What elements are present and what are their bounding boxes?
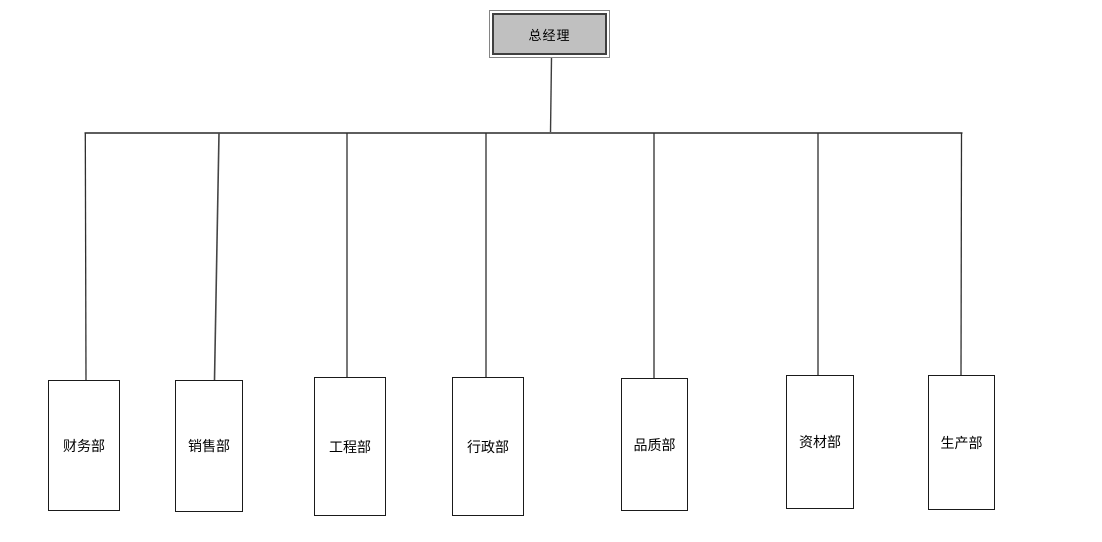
- connector-root-drop: [549, 57, 553, 134]
- node-materials[interactable]: 资材部: [786, 375, 854, 509]
- node-production[interactable]: 生产部: [928, 375, 995, 510]
- node-engineering[interactable]: 工程部: [314, 377, 386, 516]
- node-sales-label: 销售部: [188, 439, 230, 455]
- node-materials-label: 资材部: [799, 435, 841, 451]
- connector-production: [960, 132, 963, 376]
- node-finance[interactable]: 财务部: [48, 380, 120, 511]
- node-general-manager[interactable]: 总经理: [489, 10, 610, 58]
- connector-finance: [84, 132, 87, 381]
- node-production-label: 生产部: [940, 435, 983, 452]
- node-finance-label: 财务部: [63, 438, 105, 455]
- connector-sales: [213, 132, 220, 381]
- node-engineering-label: 工程部: [329, 439, 371, 456]
- node-administration-label: 行政部: [467, 439, 509, 456]
- node-quality-label: 品质部: [633, 437, 676, 454]
- node-general-manager-body: 总经理: [492, 13, 607, 55]
- node-administration[interactable]: 行政部: [452, 377, 524, 516]
- node-general-manager-label: 总经理: [528, 28, 571, 44]
- node-quality[interactable]: 品质部: [621, 378, 688, 511]
- node-sales[interactable]: 销售部: [175, 380, 243, 512]
